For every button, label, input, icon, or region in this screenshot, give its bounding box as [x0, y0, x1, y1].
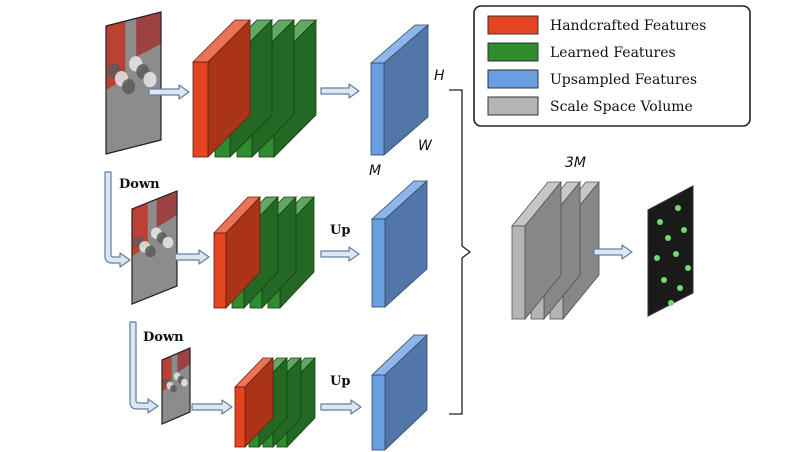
up-label-2: Up: [330, 374, 350, 389]
legend-label: Learned Features: [550, 45, 676, 61]
keypoint-dot: [661, 277, 667, 283]
up-label-1: Up: [330, 223, 350, 238]
keypoint-dot: [657, 219, 663, 225]
upsampled-feature-map-1: [369, 24, 430, 156]
down-label-2: Down: [143, 330, 184, 345]
handcrafted-feature-map: [213, 195, 261, 310]
depth-label: M: [369, 163, 381, 179]
upsampled-feature-map-2: [370, 180, 429, 308]
scale-volume-depth-label: 3M: [565, 155, 586, 171]
height-label: H: [434, 68, 445, 84]
down-label-1: Down: [119, 177, 160, 192]
feature-stack-scale-3: [234, 357, 316, 448]
arrow-image-to-features-1: [148, 84, 190, 100]
handcrafted-feature-map: [192, 19, 251, 158]
legend-label: Upsampled Features: [550, 72, 697, 88]
keypoint-dot: [685, 265, 691, 271]
keypoint-dot: [665, 235, 671, 241]
keypoint-dot: [673, 251, 679, 257]
keypoint-output-map: [647, 185, 694, 317]
legend-label: Handcrafted Features: [550, 18, 706, 34]
input-images: [105, 11, 191, 425]
legend-frame: [473, 5, 751, 127]
legend-swatch: [487, 69, 539, 89]
arrow-up-2: [320, 246, 360, 262]
legend-swatch: [487, 42, 539, 62]
keypoint-dot: [675, 205, 681, 211]
feature-stack-scale-2: [213, 195, 315, 310]
arrow-to-upsampled-1: [320, 83, 360, 99]
arrow-up-3: [320, 399, 362, 415]
keypoint-dot: [677, 285, 683, 291]
feature-stacks: [192, 19, 694, 451]
input-image-scale-2: [131, 190, 178, 305]
keypoint-dot: [681, 227, 687, 233]
combine-bracket: [449, 89, 472, 415]
arrow-image-to-features-3: [191, 399, 233, 415]
arrows: [104, 83, 633, 415]
arrow-down-2: [129, 321, 159, 414]
legend-swatch: [487, 96, 539, 116]
scale-space-slice: [511, 180, 562, 321]
keypoint-dot: [654, 255, 660, 261]
feature-stack-scale-1: [192, 19, 317, 158]
keypoint-dot: [668, 300, 674, 306]
arrow-down-1: [104, 171, 131, 268]
arrow-to-keypoints: [593, 244, 633, 260]
scale-space-volume: [511, 180, 600, 321]
input-image-scale-1: [105, 11, 162, 155]
input-image-scale-3: [161, 347, 191, 425]
arrow-image-to-features-2: [174, 249, 210, 265]
legend-label: Scale Space Volume: [550, 99, 693, 115]
handcrafted-feature-map: [234, 357, 274, 448]
legend-swatch: [487, 15, 539, 35]
width-label: W: [418, 138, 433, 154]
upsampled-feature-map-3: [371, 334, 428, 451]
